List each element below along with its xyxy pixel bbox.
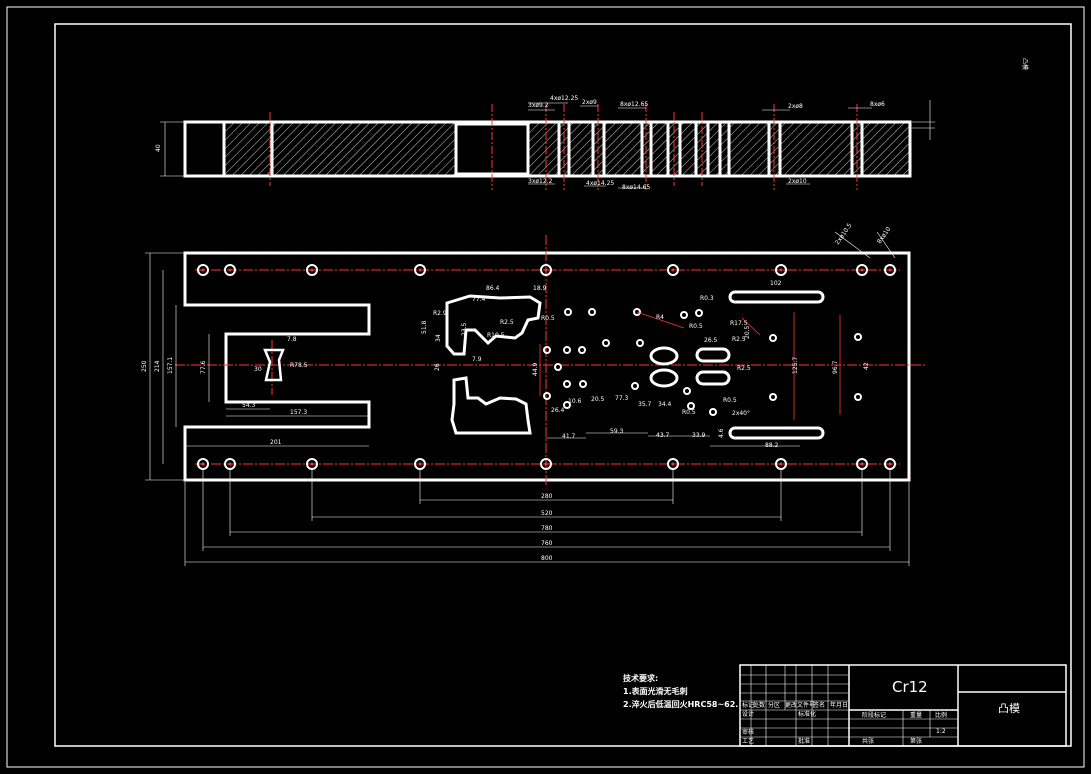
dim-77-4: 77.4 — [472, 296, 486, 303]
dim-250: 250 — [141, 360, 148, 372]
front-dim-top-5: 2xø8 — [788, 103, 803, 110]
mounting-holes — [197, 264, 896, 470]
front-dim-bot-3: 8xø14.65 — [622, 184, 650, 191]
plan-view: 280 520 780 760 800 250 214 157.1 77.6 5… — [141, 222, 925, 566]
dim-800: 800 — [541, 555, 553, 562]
tb-cell-10: 工艺 — [742, 737, 754, 745]
dim-201: 201 — [270, 439, 282, 446]
dim-26: 26 — [434, 363, 441, 371]
tech-notes-title: 技术要求: — [623, 673, 658, 683]
front-dim-bot-2: 4xø14.25 — [586, 180, 614, 187]
dim-88-2: 88.2 — [765, 442, 779, 449]
dim-23-5: 23.5 — [461, 322, 468, 336]
tb-cell-3: 分区 — [768, 701, 780, 709]
tb-cell-14: 比例 — [935, 711, 947, 719]
tb-cell-5: 签名 — [813, 701, 825, 709]
dim-7-9: 7.9 — [472, 356, 482, 363]
corner-dim-left: 2xø10.5 — [834, 222, 854, 246]
tb-cell-11: 批准 — [798, 737, 810, 745]
front-dim-top-3: 2xø9 — [582, 99, 597, 106]
dim-35-7: 35.7 — [638, 401, 652, 408]
dim-42: 42 — [863, 362, 870, 370]
dim-r2-9: R2.9 — [433, 310, 447, 317]
dim-33-9: 33.9 — [692, 432, 706, 439]
front-dim-bot-4: 2xø10 — [788, 178, 807, 185]
dim-20-5b: 20.5 — [744, 325, 751, 339]
front-height-dim: 40 — [155, 144, 162, 152]
dim-r0-5c: R0.5 — [682, 409, 696, 416]
dim-r2-5c: R2.5 — [737, 365, 751, 372]
dim-280: 280 — [541, 493, 553, 500]
dim-10-6: 10.6 — [568, 398, 582, 405]
tech-note-2: 2.淬火后低温回火HRC58~62. — [623, 699, 738, 709]
dim-34-4: 34.4 — [658, 401, 672, 408]
tech-notes: 技术要求: 1.表面光滑无毛刺 2.淬火后低温回火HRC58~62. — [623, 673, 738, 709]
dim-r2-5b: R2.5 — [732, 336, 746, 343]
dim-96-7: 96.7 — [832, 360, 839, 374]
dim-r17-5: R17.5 — [730, 320, 748, 327]
corner-label: 凸模 — [1021, 58, 1029, 70]
scale-label: 1:2 — [936, 728, 946, 735]
dim-780: 780 — [541, 525, 553, 532]
tb-cell-9: 审核 — [742, 728, 754, 736]
tech-note-1: 1.表面光滑无毛刺 — [623, 686, 688, 696]
dim-51-8: 51.8 — [421, 320, 428, 334]
front-dim-top-2: 3xø9.2 — [528, 102, 549, 109]
title-block — [739, 664, 1067, 747]
dim-44-9: 44.9 — [532, 362, 539, 376]
dim-r78-5: R78.5 — [290, 362, 308, 369]
tb-cell-16: 第张 — [910, 737, 922, 745]
dim-26-4: 26.4 — [551, 407, 565, 414]
dim-4-6: 4.6 — [718, 428, 725, 438]
dim-77-3: 77.3 — [615, 395, 629, 402]
tb-cell-6: 年月日 — [830, 701, 848, 709]
dim-7-8: 7.8 — [287, 336, 297, 343]
dim-r2-5a: R2.5 — [500, 319, 514, 326]
tb-cell-13: 重量 — [910, 711, 922, 719]
dim-r0-5d: R0.5 — [723, 397, 737, 404]
tb-cell-1: 标记 — [742, 701, 754, 709]
dim-2x40: 2x40° — [732, 410, 750, 417]
dim-59-3: 59.3 — [610, 428, 624, 435]
dim-86-4: 86.4 — [486, 285, 500, 292]
dim-43-7: 43.7 — [656, 432, 670, 439]
dim-520: 520 — [541, 510, 553, 517]
tb-cell-8: 标准化 — [798, 710, 816, 718]
dim-157-3: 157.3 — [290, 409, 307, 416]
front-dim-top-6: 8xø6 — [870, 101, 885, 108]
front-dim-top-4: 8xø12.65 — [620, 101, 648, 108]
dim-102: 102 — [770, 280, 782, 287]
dim-41-7: 41.7 — [562, 433, 576, 440]
dim-r4: R4 — [656, 314, 664, 321]
dim-18-9: 18.9 — [533, 285, 547, 292]
dim-54-3: 54.3 — [242, 402, 256, 409]
tb-cell-4: 更改文件号 — [785, 701, 815, 709]
tb-cell-12: 阶段标记 — [862, 711, 886, 719]
part-name: 凸模 — [998, 702, 1020, 715]
dim-r0-5b: R0.5 — [689, 323, 703, 330]
tb-cell-7: 设计 — [742, 710, 754, 718]
inner-border — [54, 23, 1072, 747]
dim-20-5: 20.5 — [591, 396, 605, 403]
dim-760: 760 — [541, 540, 553, 547]
dim-30: 30 — [254, 366, 262, 373]
tb-cell-15: 共张 — [862, 737, 874, 745]
dim-r0-3: R0.3 — [700, 295, 714, 302]
dim-r10-5: R10.5 — [487, 332, 505, 339]
dim-77-6: 77.6 — [200, 360, 207, 374]
dim-125-7: 125.7 — [792, 357, 799, 374]
tb-cell-2: 处数 — [753, 701, 765, 709]
material-label: Cr12 — [892, 678, 928, 696]
front-dim-top-1: 4xø12.25 — [550, 95, 578, 102]
dim-157-1: 157.1 — [167, 357, 174, 374]
outer-border — [6, 6, 1085, 768]
dim-214: 214 — [154, 360, 161, 372]
front-view: 40 4xø12.25 3xø9.2 2xø9 8xø12.65 2xø8 8x… — [155, 95, 935, 191]
dim-34: 34 — [435, 334, 442, 342]
dim-r0-5a: R0.5 — [541, 315, 555, 322]
front-dim-bot-1: 3xø12.2 — [528, 178, 553, 185]
dim-26-5: 26.5 — [704, 337, 718, 344]
